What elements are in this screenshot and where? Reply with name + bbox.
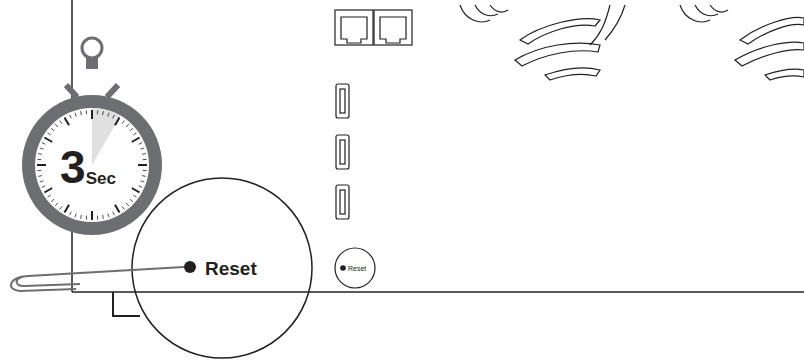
tick: [70, 115, 72, 119]
face: [35, 108, 149, 222]
tick: [143, 170, 147, 171]
tick: [37, 159, 41, 160]
tick: [102, 215, 104, 219]
timer-unit: Sec: [86, 170, 116, 187]
tick: [37, 170, 41, 171]
tick: [55, 203, 58, 206]
tick: [97, 110, 98, 114]
tick: [130, 199, 133, 202]
stopwatch: 3Sec: [22, 95, 162, 235]
tick: [122, 121, 124, 124]
tick: [51, 128, 54, 131]
tick: [48, 133, 51, 135]
button-outline: [335, 248, 375, 288]
paper-clip: [11, 267, 184, 291]
tick: [42, 143, 46, 145]
tick: [38, 175, 42, 177]
fan-vents: [460, 5, 804, 80]
panel-corner: [113, 292, 140, 316]
tick: [142, 153, 146, 155]
tick: [108, 113, 109, 117]
tick: [132, 188, 140, 193]
elapsed-wedge: [92, 108, 121, 165]
panel-edge: [72, 291, 804, 293]
tick: [48, 195, 51, 197]
knob: [82, 38, 102, 58]
tick: [40, 148, 44, 149]
tick: [91, 211, 93, 220]
tick: [143, 159, 147, 160]
tick: [142, 175, 146, 177]
stopwatch-outline: [22, 95, 162, 235]
lug: [66, 85, 77, 97]
ethernet-ports: [335, 10, 412, 45]
tick: [37, 164, 46, 166]
tick: [86, 110, 87, 114]
tick: [44, 138, 52, 143]
tick: [55, 124, 58, 127]
reset-button: Reset: [334, 247, 376, 289]
tick: [130, 128, 133, 131]
tick: [132, 138, 140, 143]
button-label: Reset: [348, 265, 366, 272]
tick: [115, 205, 120, 213]
tick: [80, 215, 82, 219]
tick: [115, 117, 120, 125]
tick: [80, 111, 82, 115]
tick: [139, 143, 143, 145]
tick: [75, 113, 76, 117]
tick: [133, 133, 136, 135]
tick: [70, 212, 72, 216]
tick: [60, 206, 62, 209]
tick: [40, 181, 44, 182]
tick: [133, 195, 136, 197]
tick: [108, 214, 109, 218]
tick: [42, 186, 46, 188]
tick: [75, 214, 76, 218]
timer-digit: 3: [60, 144, 86, 190]
usb-ports: [336, 84, 349, 219]
tick: [113, 115, 115, 119]
tick: [122, 206, 124, 209]
button-label: Reset: [205, 259, 257, 278]
tick: [141, 181, 145, 182]
tick: [126, 203, 129, 206]
tick: [86, 216, 87, 220]
tick: [97, 216, 98, 220]
case: [22, 95, 162, 235]
tick: [102, 111, 104, 115]
tick: [139, 186, 143, 188]
reset-hole: [184, 261, 196, 273]
tick: [141, 148, 145, 149]
tick: [60, 121, 62, 124]
tick: [91, 110, 93, 119]
tick: [51, 199, 54, 202]
tick: [113, 212, 115, 216]
tick: [65, 205, 70, 213]
tick: [138, 164, 147, 166]
tick: [38, 153, 42, 155]
magnifier-circle: Reset: [132, 178, 312, 358]
tick: [44, 188, 52, 193]
tick: [126, 124, 129, 127]
tick: [65, 117, 70, 125]
reset-hole: [340, 265, 346, 271]
panel-edge: [135, 291, 309, 293]
lug: [107, 85, 118, 97]
